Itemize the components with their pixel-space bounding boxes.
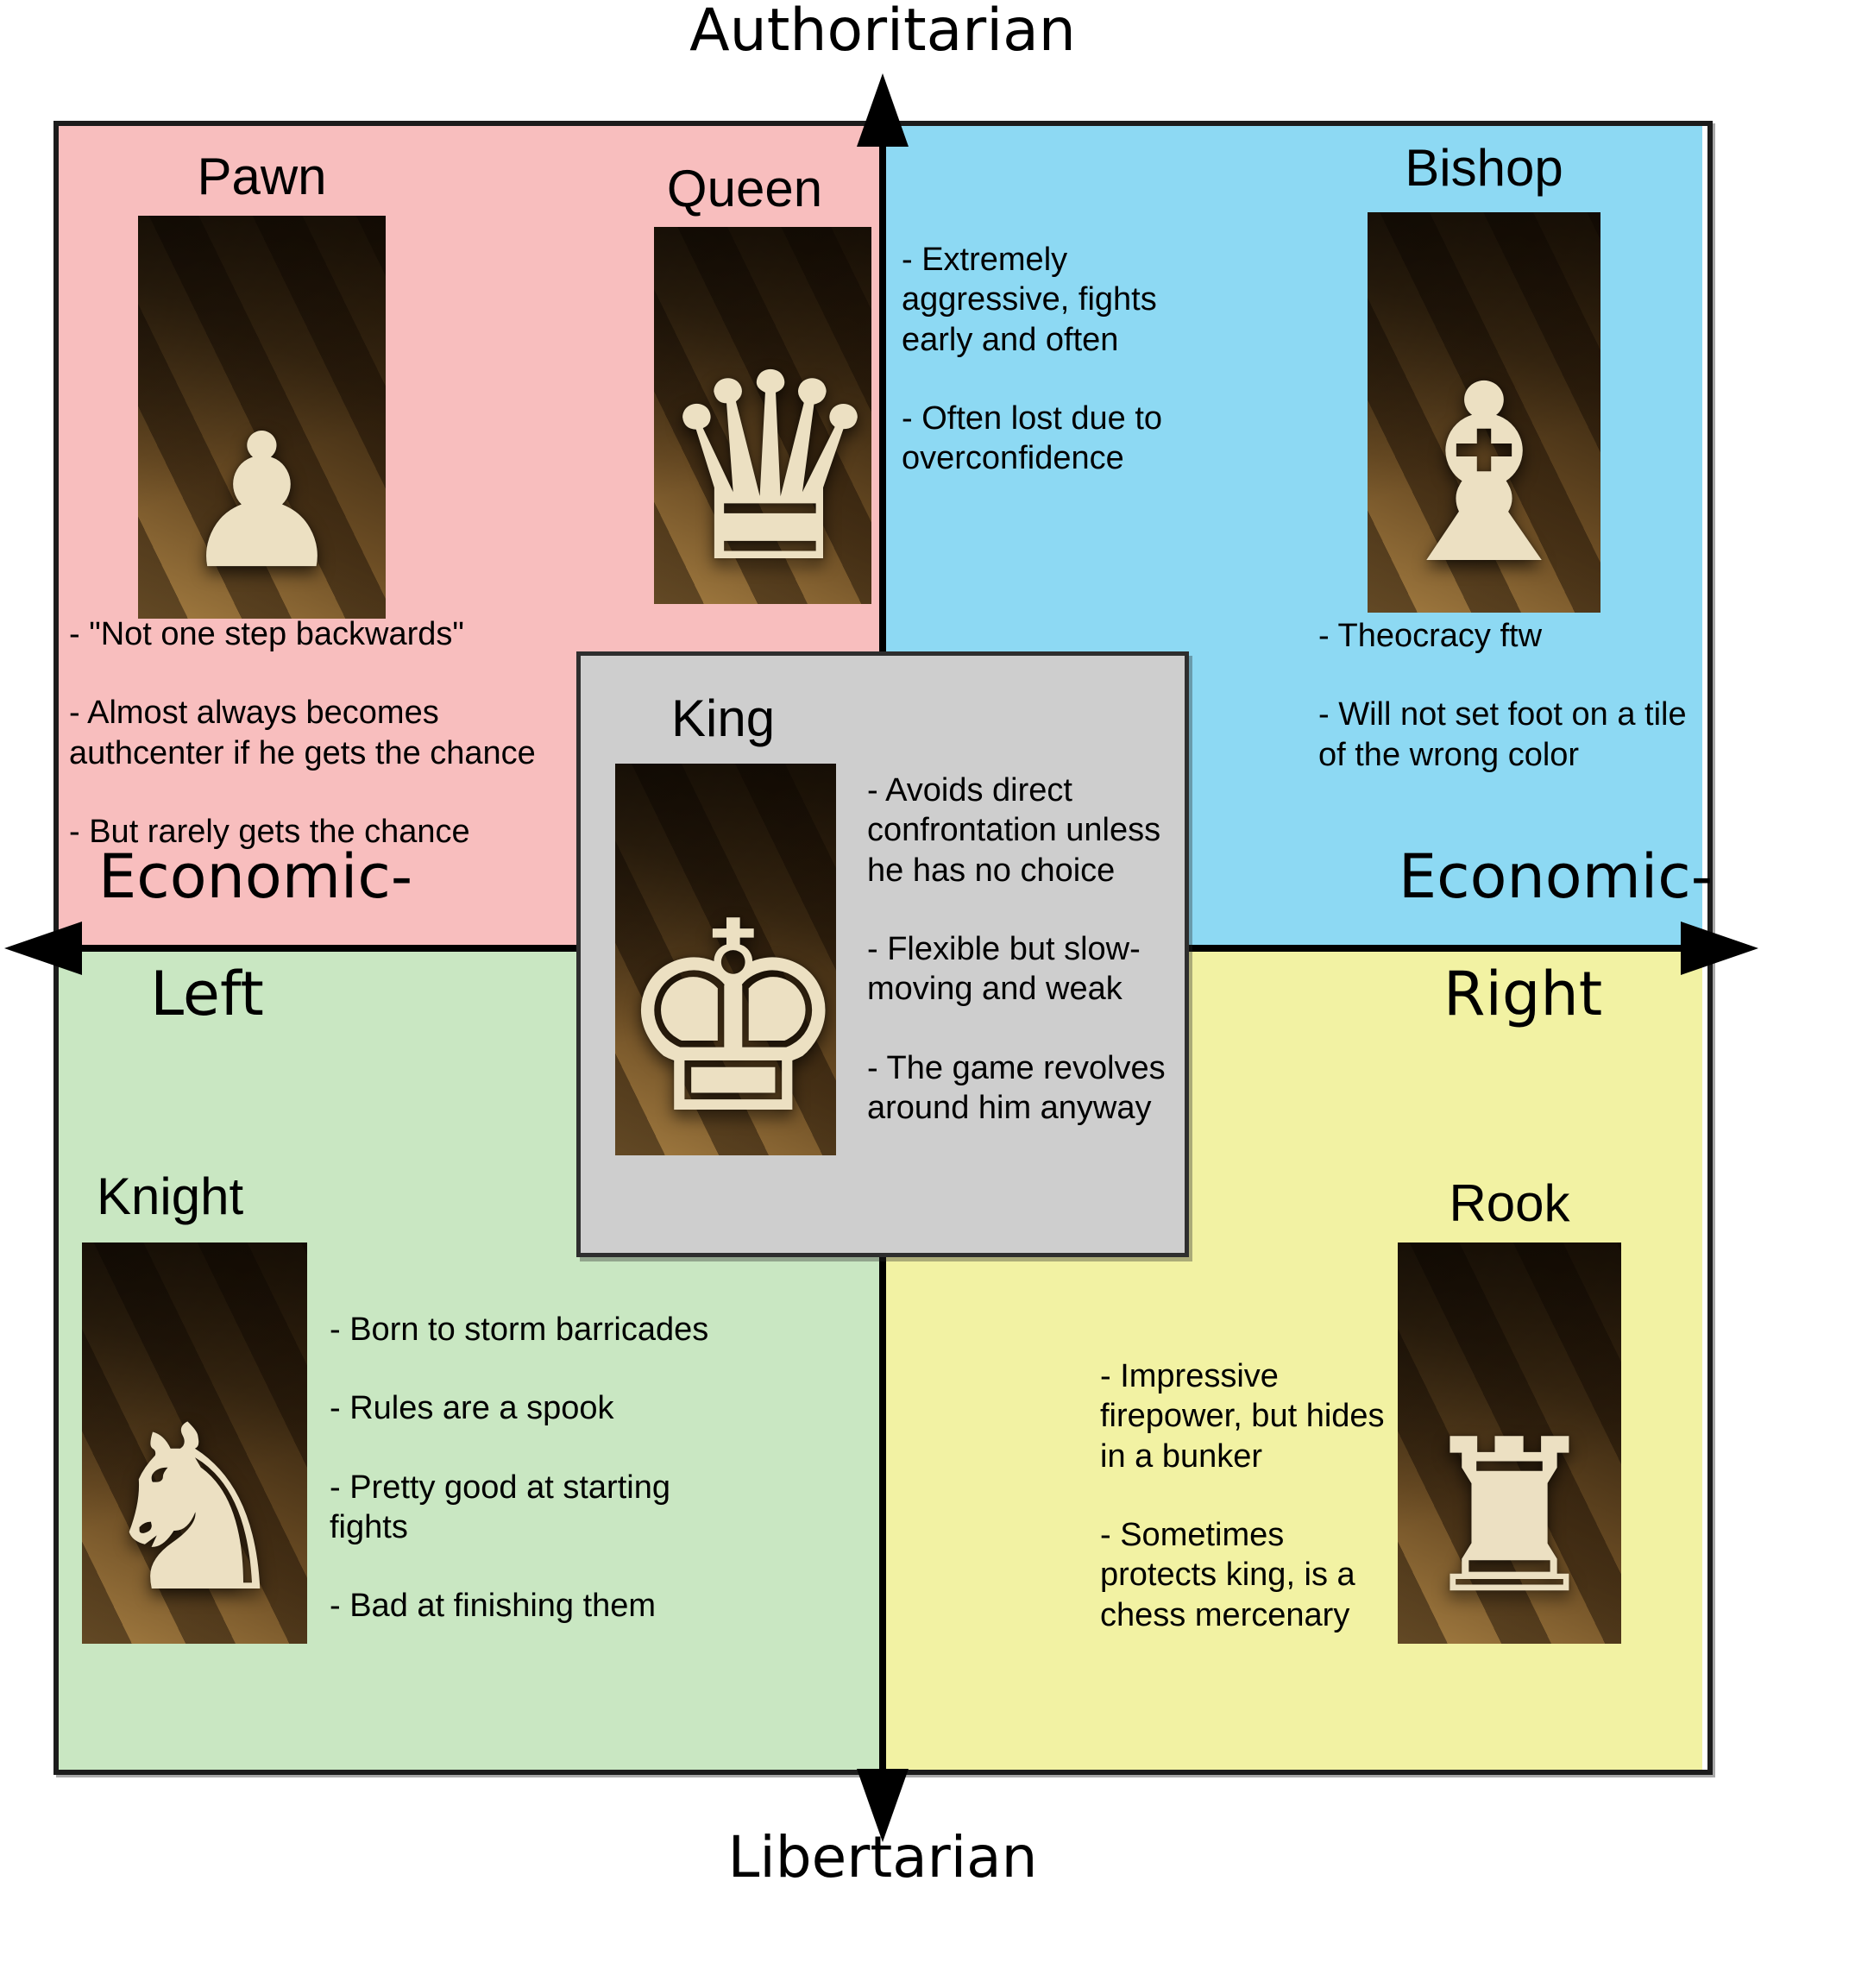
- king-note: - The game revolves around him anyway: [867, 1049, 1166, 1127]
- axis-label-authoritarian: Authoritarian: [689, 0, 1076, 65]
- axis-label-economic-left-bottom: Left: [150, 959, 264, 1029]
- knight-note: - Born to storm barricades: [330, 1312, 709, 1348]
- queen-note: - Often lost due to overconfidence: [902, 400, 1163, 477]
- pawn-note: - But rarely gets the chance: [69, 814, 470, 851]
- king-piece-icon: ♚: [615, 865, 836, 1155]
- knight-note: - Bad at finishing them: [330, 1588, 657, 1625]
- axis-label-economic-left-top: Economic-: [98, 841, 413, 912]
- queen-notes: - Extremely aggressive, fights early and…: [902, 240, 1186, 518]
- knight-piece-icon: ♞: [91, 1377, 298, 1643]
- king-notes: - Avoids direct confrontation unless he …: [867, 771, 1178, 1167]
- up-arrow-icon: [857, 73, 909, 147]
- rook-note: - Sometimes protects king, is a chess me…: [1100, 1517, 1355, 1633]
- queen-title: Queen: [666, 160, 823, 217]
- king-note: - Flexible but slow- moving and weak: [867, 931, 1141, 1008]
- down-arrow-icon: [857, 1769, 909, 1842]
- rook-notes: - Impressive firepower, but hides in a b…: [1100, 1356, 1398, 1674]
- knight-title: Knight: [97, 1167, 244, 1225]
- pawn-note: - "Not one step backwards": [69, 616, 464, 652]
- bishop-notes: - Theocracy ftw - Will not set foot on a…: [1318, 616, 1724, 814]
- pawn-title: Pawn: [197, 148, 327, 205]
- pawn-piece-icon: ♟: [179, 393, 345, 610]
- queen-piece-icon: ♛: [654, 318, 871, 604]
- king-photo: ♚: [615, 764, 836, 1155]
- bishop-note: - Will not set foot on a tile of the wro…: [1318, 696, 1687, 773]
- king-note: - Avoids direct confrontation unless he …: [867, 772, 1161, 889]
- rook-note: - Impressive firepower, but hides in a b…: [1100, 1358, 1385, 1475]
- axis-label-economic-right-top: Economic-: [1398, 841, 1713, 912]
- left-arrow-icon: [4, 922, 82, 975]
- pawn-photo: ♟: [138, 216, 386, 619]
- knight-photo: ♞: [82, 1242, 307, 1644]
- bishop-photo: ♝: [1368, 212, 1600, 613]
- knight-notes: - Born to storm barricades - Rules are a…: [330, 1310, 735, 1665]
- rook-photo: ♜: [1398, 1242, 1621, 1644]
- bishop-title: Bishop: [1405, 139, 1563, 197]
- pawn-note: - Almost always becomes authcenter if he…: [69, 695, 536, 771]
- rook-piece-icon: ♜: [1414, 1394, 1605, 1640]
- bishop-piece-icon: ♝: [1374, 332, 1594, 613]
- right-arrow-icon: [1681, 922, 1758, 975]
- pawn-notes: - "Not one step backwards" - Almost alwa…: [69, 614, 587, 890]
- queen-photo: ♛: [654, 227, 871, 604]
- axis-label-economic-right-bottom: Right: [1443, 959, 1603, 1029]
- knight-note: - Rules are a spook: [330, 1390, 614, 1427]
- rook-title: Rook: [1449, 1174, 1570, 1232]
- bishop-note: - Theocracy ftw: [1318, 618, 1543, 654]
- king-title: King: [671, 689, 776, 747]
- knight-note: - Pretty good at starting fights: [330, 1469, 670, 1546]
- queen-note: - Extremely aggressive, fights early and…: [902, 242, 1157, 358]
